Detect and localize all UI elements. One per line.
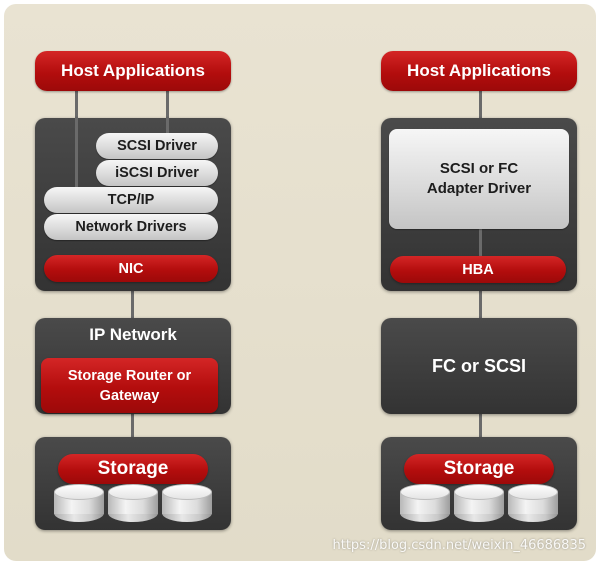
network-drivers-layer: Network Drivers [44,214,218,240]
right-storage-title: Storage [404,454,554,484]
hba-label: HBA [462,261,494,278]
storage-router-line2: Gateway [99,387,160,404]
disk-icon [108,484,158,522]
right-host-applications-label: Host Applications [407,61,551,80]
connector-line [75,118,78,192]
connector-line [166,118,169,138]
connector-line [479,90,482,120]
fc-or-scsi-box: FC or SCSI [381,318,577,414]
connector-line [131,290,134,320]
tcpip-label: TCP/IP [107,192,155,208]
ip-network-label: IP Network [89,325,177,344]
right-host-applications: Host Applications [381,51,577,91]
storage-router-box: Storage Router or Gateway [41,358,218,413]
adapter-driver-line1: SCSI or FC [439,160,519,177]
adapter-driver-box: SCSI or FC Adapter Driver [389,129,569,229]
storage-router-line1: Storage Router or [67,367,192,384]
disk-icon [54,484,104,522]
scsi-driver-label: SCSI Driver [117,138,197,154]
adapter-driver-line2: Adapter Driver [426,180,532,197]
disk-icon [508,484,558,522]
left-host-applications-label: Host Applications [61,61,205,80]
hba-bar: HBA [390,256,566,283]
right-storage-label: Storage [443,458,515,479]
connector-line [479,229,482,259]
fc-or-scsi-label: FC or SCSI [431,355,526,376]
tcpip-layer: TCP/IP [44,187,218,213]
nic-bar: NIC [44,255,218,282]
connector-line [479,412,482,442]
connector-line [131,412,134,442]
diagram-panel: Host Applications SCSI Driver iSCSI Driv… [4,4,596,561]
connector-line [166,90,169,138]
disk-icon [162,484,212,522]
disk-icon [454,484,504,522]
left-host-applications: Host Applications [35,51,231,91]
watermark: https://blog.csdn.net/weixin_46686835 [332,538,586,553]
iscsi-driver-layer: iSCSI Driver [96,160,218,186]
nic-label: NIC [118,260,144,277]
left-storage-label: Storage [97,458,169,479]
connector-line [479,290,482,320]
scsi-driver-layer: SCSI Driver [96,133,218,159]
disk-icon [400,484,450,522]
left-storage-title: Storage [58,454,208,484]
iscsi-driver-label: iSCSI Driver [115,165,199,181]
ip-network-title: IP Network [35,324,231,346]
network-drivers-label: Network Drivers [75,219,187,235]
